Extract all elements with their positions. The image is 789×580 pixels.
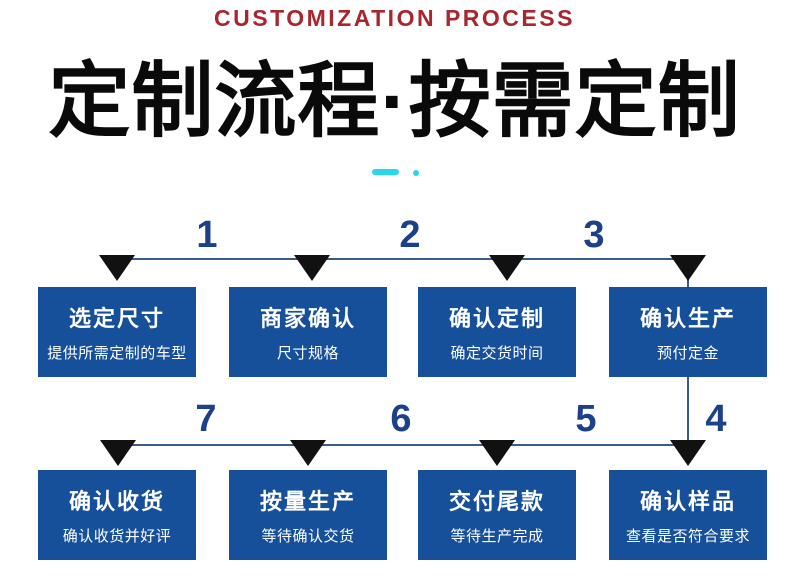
arrow-down-icon <box>489 255 525 281</box>
step-card-title: 按量生产 <box>259 489 356 514</box>
step-card-title: 交付尾款 <box>448 489 545 514</box>
step-card-title: 确认定制 <box>448 306 545 331</box>
step-card-title: 商家确认 <box>259 306 356 331</box>
step-card-subtitle: 提供所需定制的车型 <box>47 345 187 362</box>
title-divider-dot <box>413 170 419 176</box>
step-card-title: 确认收货 <box>68 489 165 514</box>
step-card-confirm-sample: 确认样品 查看是否符合要求 <box>609 470 767 560</box>
step-card-confirm-customization: 确认定制 确定交货时间 <box>418 287 576 377</box>
arrow-down-icon <box>100 440 136 466</box>
step-card-subtitle: 确定交货时间 <box>450 345 544 362</box>
step-card-title: 确认生产 <box>639 306 736 331</box>
step-number-3: 3 <box>583 214 605 256</box>
step-number-4: 4 <box>705 398 727 440</box>
bottom-connector-line <box>118 444 688 446</box>
step-number-2: 2 <box>399 214 421 256</box>
step-number-7: 7 <box>195 398 217 440</box>
step-card-select-size: 选定尺寸 提供所需定制的车型 <box>38 287 196 377</box>
process-title: 定制流程·按需定制 <box>48 56 741 147</box>
step-card-merchant-confirm: 商家确认 尺寸规格 <box>229 287 387 377</box>
step-card-batch-production: 按量生产 等待确认交货 <box>229 470 387 560</box>
step-number-6: 6 <box>390 398 412 440</box>
step-card-subtitle: 确认收货并好评 <box>62 528 172 545</box>
step-card-pay-balance: 交付尾款 等待生产完成 <box>418 470 576 560</box>
step-card-title: 选定尺寸 <box>68 306 165 331</box>
title-divider-dash <box>372 169 399 175</box>
step-card-subtitle: 等待确认交货 <box>261 528 355 545</box>
process-subtitle: CUSTOMIZATION PROCESS <box>214 5 575 31</box>
step-card-confirm-receipt: 确认收货 确认收货并好评 <box>38 470 196 560</box>
arrow-down-icon <box>290 440 326 466</box>
step-card-subtitle: 预付定金 <box>656 345 719 362</box>
step-card-subtitle: 尺寸规格 <box>276 345 339 362</box>
step-card-subtitle: 等待生产完成 <box>450 528 544 545</box>
step-card-title: 确认样品 <box>639 489 736 514</box>
step-number-1: 1 <box>196 214 218 256</box>
arrow-down-icon <box>670 255 706 281</box>
arrow-down-icon <box>294 255 330 281</box>
step-card-confirm-production: 确认生产 预付定金 <box>609 287 767 377</box>
step-card-subtitle: 查看是否符合要求 <box>625 528 750 545</box>
top-connector-line <box>117 258 689 260</box>
step-number-5: 5 <box>575 398 597 440</box>
arrow-down-icon <box>479 440 515 466</box>
arrow-down-icon <box>99 255 135 281</box>
arrow-down-icon <box>670 440 706 466</box>
